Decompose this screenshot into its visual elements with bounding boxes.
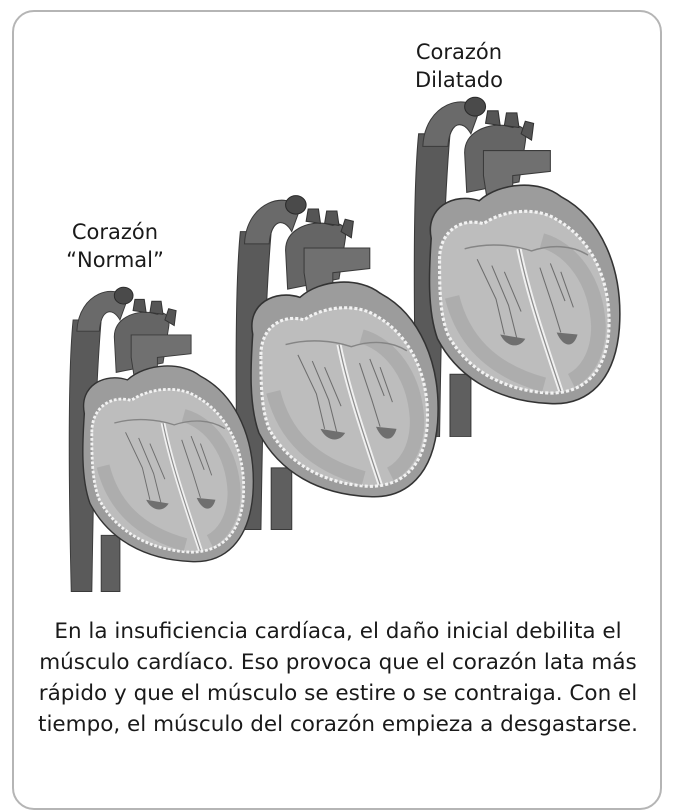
label-dilated-heart: Corazón Dilatado	[394, 38, 524, 94]
label-normal-heart: Corazón “Normal”	[52, 218, 178, 274]
dilated-heart-image	[414, 97, 620, 437]
intermediate-heart-image	[236, 196, 438, 530]
label-dilated-line2: Dilatado	[415, 68, 503, 92]
caption: En la insuficiencia cardíaca, el daño in…	[18, 616, 658, 740]
caption-line-2: músculo cardíaco. Eso provoca que el cor…	[39, 650, 637, 675]
label-normal-line2: “Normal”	[66, 248, 164, 272]
heart-illustration	[0, 0, 673, 610]
caption-line-3: rápido y que el músculo se estire o se c…	[38, 681, 638, 706]
label-normal-line1: Corazón	[71, 220, 159, 244]
normal-heart-image	[69, 287, 253, 591]
caption-line-4: tiempo, el músculo del corazón empieza a…	[38, 712, 638, 737]
caption-line-1: En la insuficiencia cardíaca, el daño in…	[54, 619, 622, 644]
label-dilated-line1: Corazón	[415, 40, 503, 64]
